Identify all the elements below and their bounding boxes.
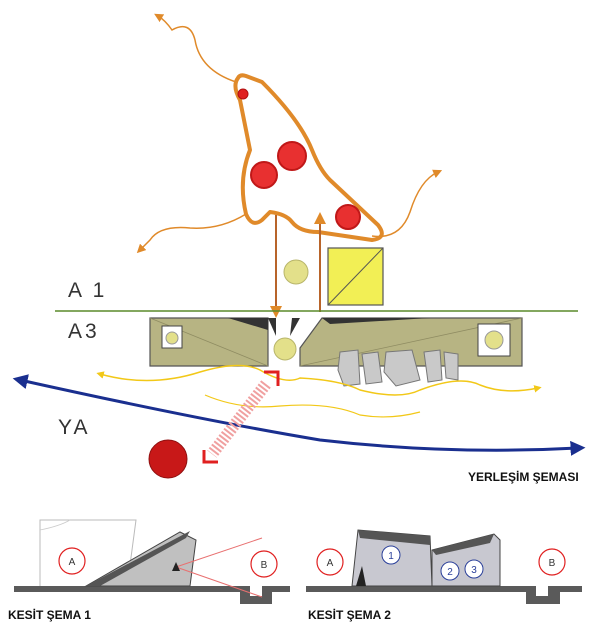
orange-flow-lines (136, 13, 443, 254)
level-label-ya: YA (58, 416, 90, 439)
red-node-ya (148, 439, 188, 479)
vertical-connection-arrows (270, 212, 326, 318)
a3-notch-pieces (268, 318, 300, 336)
section-2-zone-2: 2 (440, 561, 460, 581)
plan-caption: YERLEŞİM ŞEMASI (468, 469, 579, 484)
section-1-marker-b: B (250, 550, 278, 578)
orange-zone-blob (233, 73, 384, 242)
svg-text:2: 2 (447, 567, 453, 578)
section-1-marker-a: A (58, 547, 86, 575)
section-1-drawing (14, 519, 290, 604)
a3-left-building (149, 317, 269, 367)
section-2-marker-b: B (538, 548, 566, 576)
svg-text:A: A (327, 558, 334, 569)
grey-rock-blocks (337, 349, 459, 387)
section-2-marker-a: A (316, 548, 344, 576)
level-label-a3: A3 (68, 320, 100, 343)
yellow-square-block (327, 247, 384, 306)
red-node-small (237, 88, 249, 100)
section-2-caption: KESİT ŞEMA 2 (308, 607, 391, 622)
svg-text:B: B (261, 560, 268, 571)
section-1-caption: KESİT ŞEMA 1 (8, 607, 91, 622)
svg-text:A: A (69, 557, 76, 568)
red-node-large (277, 141, 307, 171)
svg-text:3: 3 (471, 565, 477, 576)
svg-text:B: B (549, 558, 556, 569)
section-2-zone-3: 3 (464, 559, 484, 579)
section-2-zone-1: 1 (381, 545, 401, 565)
yellow-circle-a1 (283, 259, 309, 285)
red-node-right (335, 204, 361, 230)
yellow-circle-a3 (273, 337, 297, 361)
red-hatched-connector (202, 370, 280, 464)
level-label-a1: A 1 (68, 279, 107, 302)
red-node-medium (250, 161, 278, 189)
yellow-pedestrian-path (96, 364, 542, 418)
svg-text:1: 1 (388, 551, 394, 562)
blue-main-axis (12, 374, 586, 456)
